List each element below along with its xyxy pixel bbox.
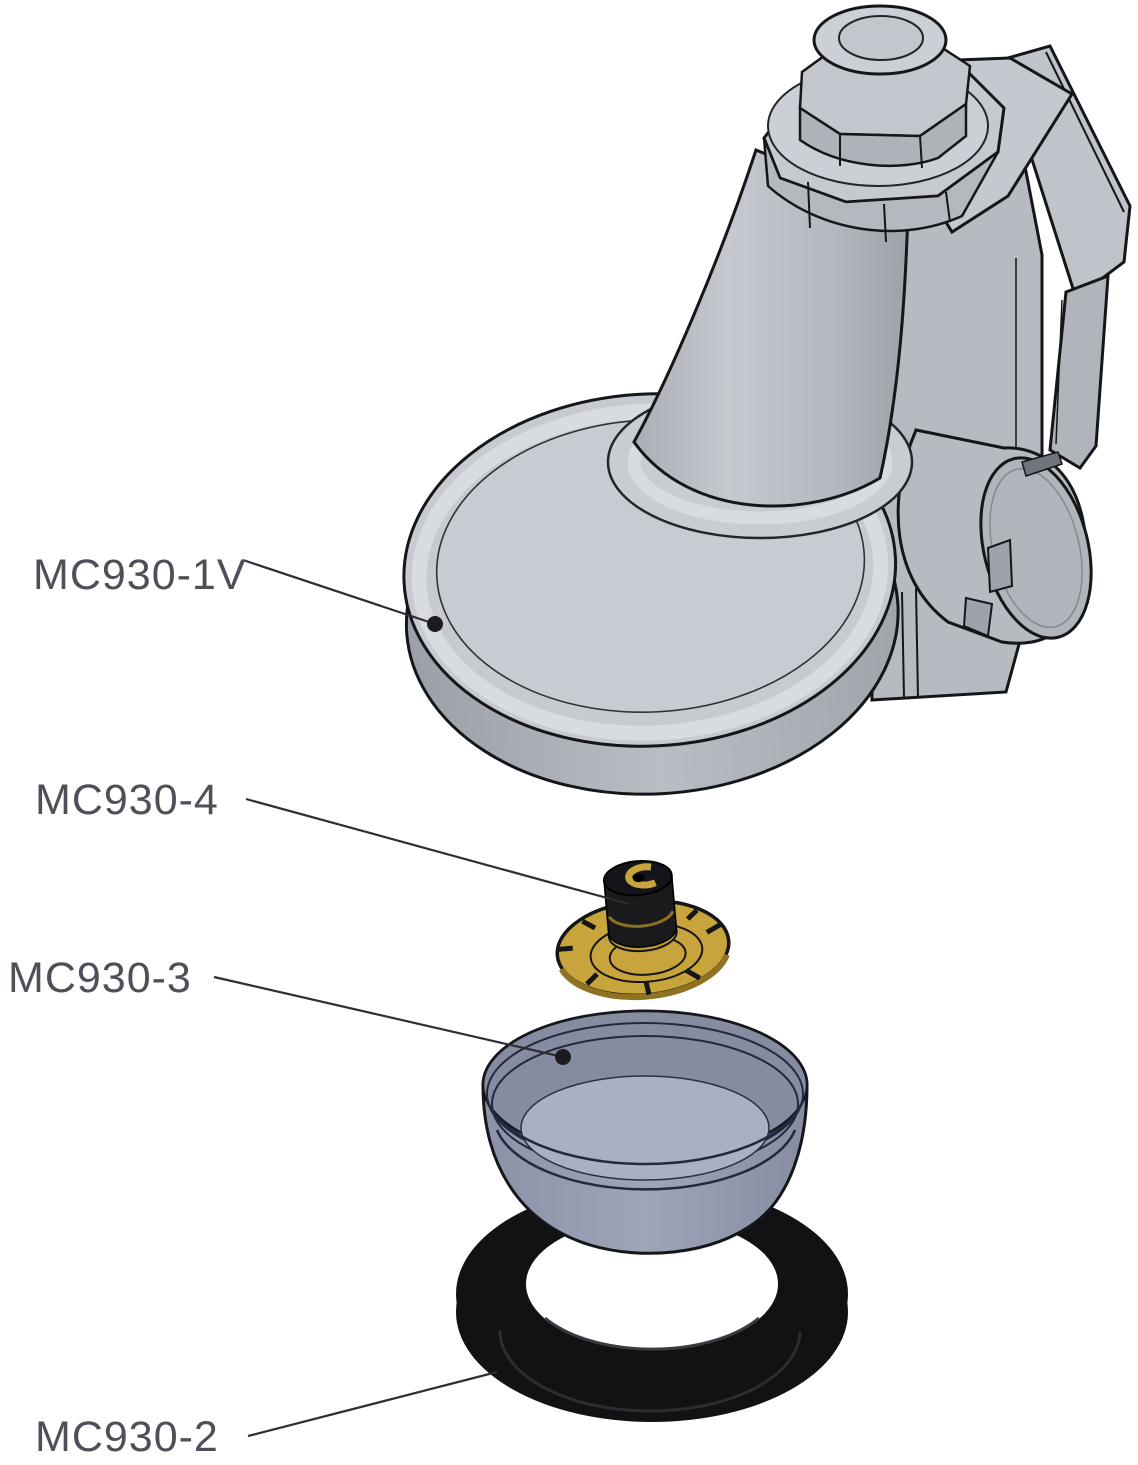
brass-rim-shade [562,955,730,1004]
cup-band-line-1 [487,1100,803,1164]
label-valve-body: MC930-1V [33,551,247,599]
brass-rim-notches [555,908,726,1002]
label-cup: MC930-3 [8,954,192,1002]
boss-notch-top [1022,452,1062,476]
leader-line-body [243,560,435,624]
leader-lines [214,560,629,1436]
plate-slot-lines [902,588,918,698]
leader-dot-cup [555,1049,571,1065]
gasket-highlight [545,1318,759,1349]
label-brass-disc: MC930-4 [35,776,219,824]
filter-cup [483,1011,807,1253]
hub-gold-c-ring [628,866,656,886]
leader-line-cup [214,977,563,1057]
gasket-ring [456,1184,848,1422]
leader-line-disc [246,799,629,904]
valve-body-assembly [395,6,1130,807]
boss-notch-bottom [964,598,992,636]
boss-notch-mid [988,540,1012,592]
top-disc [814,6,946,74]
cup-band-line-2 [497,1130,795,1189]
body-neck [634,150,908,506]
leader-line-gasket [248,1372,497,1436]
label-gasket: MC930-2 [35,1413,219,1461]
leader-dot-body [427,616,443,632]
brass-diaphragm-disc [550,854,733,1004]
side-boss-cylinder [898,430,1109,650]
